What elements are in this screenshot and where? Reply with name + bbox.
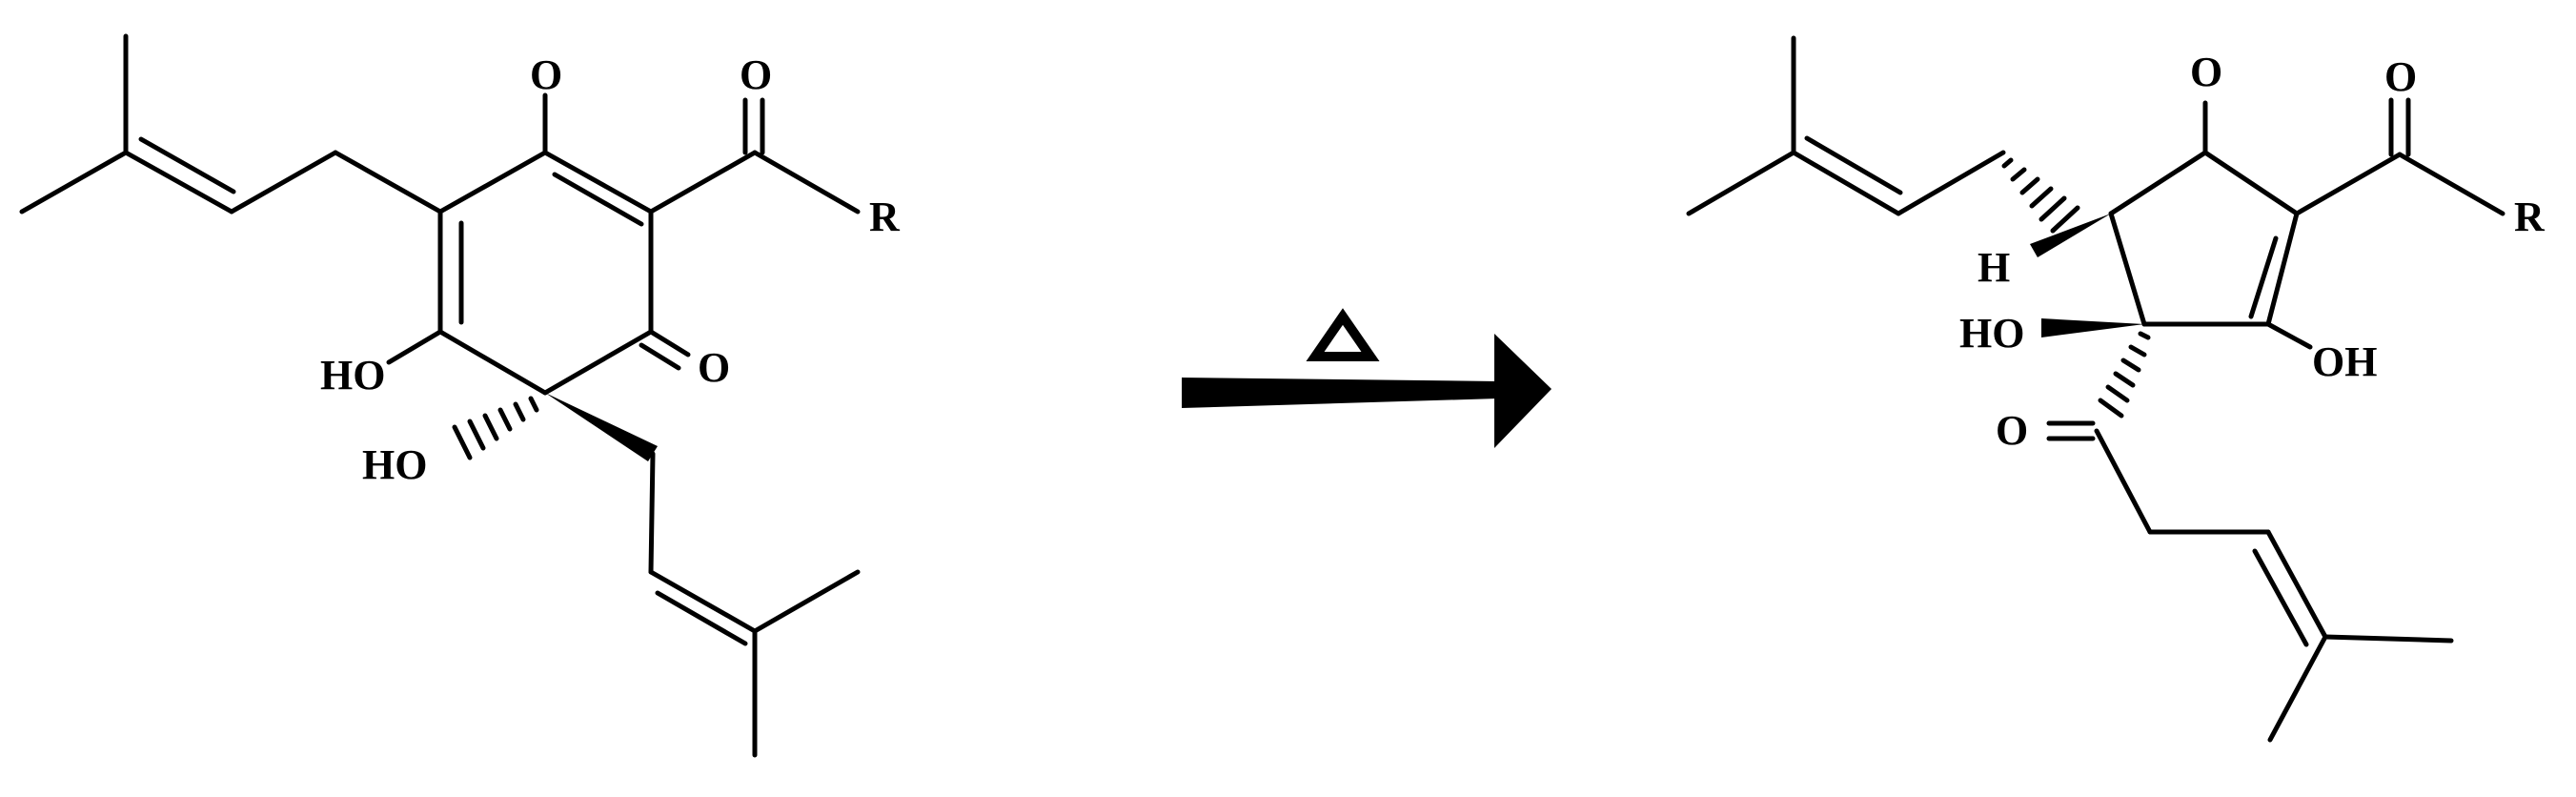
product-structure: O O R H HO OH O bbox=[1686, 35, 2546, 743]
hashed-wedge-bond bbox=[2098, 331, 2151, 419]
hydroxyl-label: HO bbox=[320, 352, 385, 398]
oxygen-label: O bbox=[698, 344, 730, 391]
arrow-head bbox=[1494, 334, 1552, 448]
oxygen-label: O bbox=[530, 51, 562, 98]
solid-wedge-bond bbox=[2041, 318, 2144, 337]
hashed-wedge-bond bbox=[452, 396, 539, 460]
hydroxyl-label: HO bbox=[362, 441, 427, 488]
reactant-structure: O O R O HO HO bbox=[19, 33, 901, 758]
hashed-wedge-bond bbox=[2001, 157, 2080, 234]
hydroxyl-label: HO bbox=[1959, 310, 2024, 357]
arrow-shaft bbox=[1182, 378, 1498, 408]
solid-wedge-bond bbox=[2030, 214, 2111, 257]
reaction-arrow bbox=[1182, 308, 1552, 448]
r-group-label: R bbox=[2514, 194, 2546, 240]
hydrogen-label: H bbox=[1978, 244, 2010, 291]
oxygen-label: O bbox=[2190, 49, 2222, 95]
hydroxyl-label: OH bbox=[2312, 338, 2377, 385]
oxygen-label: O bbox=[740, 51, 772, 98]
oxygen-label: O bbox=[1996, 407, 2028, 454]
r-group-label: R bbox=[869, 194, 901, 240]
oxygen-label: O bbox=[2384, 53, 2417, 100]
heat-triangle-icon bbox=[1306, 308, 1380, 361]
solid-wedge-bond bbox=[545, 393, 658, 461]
